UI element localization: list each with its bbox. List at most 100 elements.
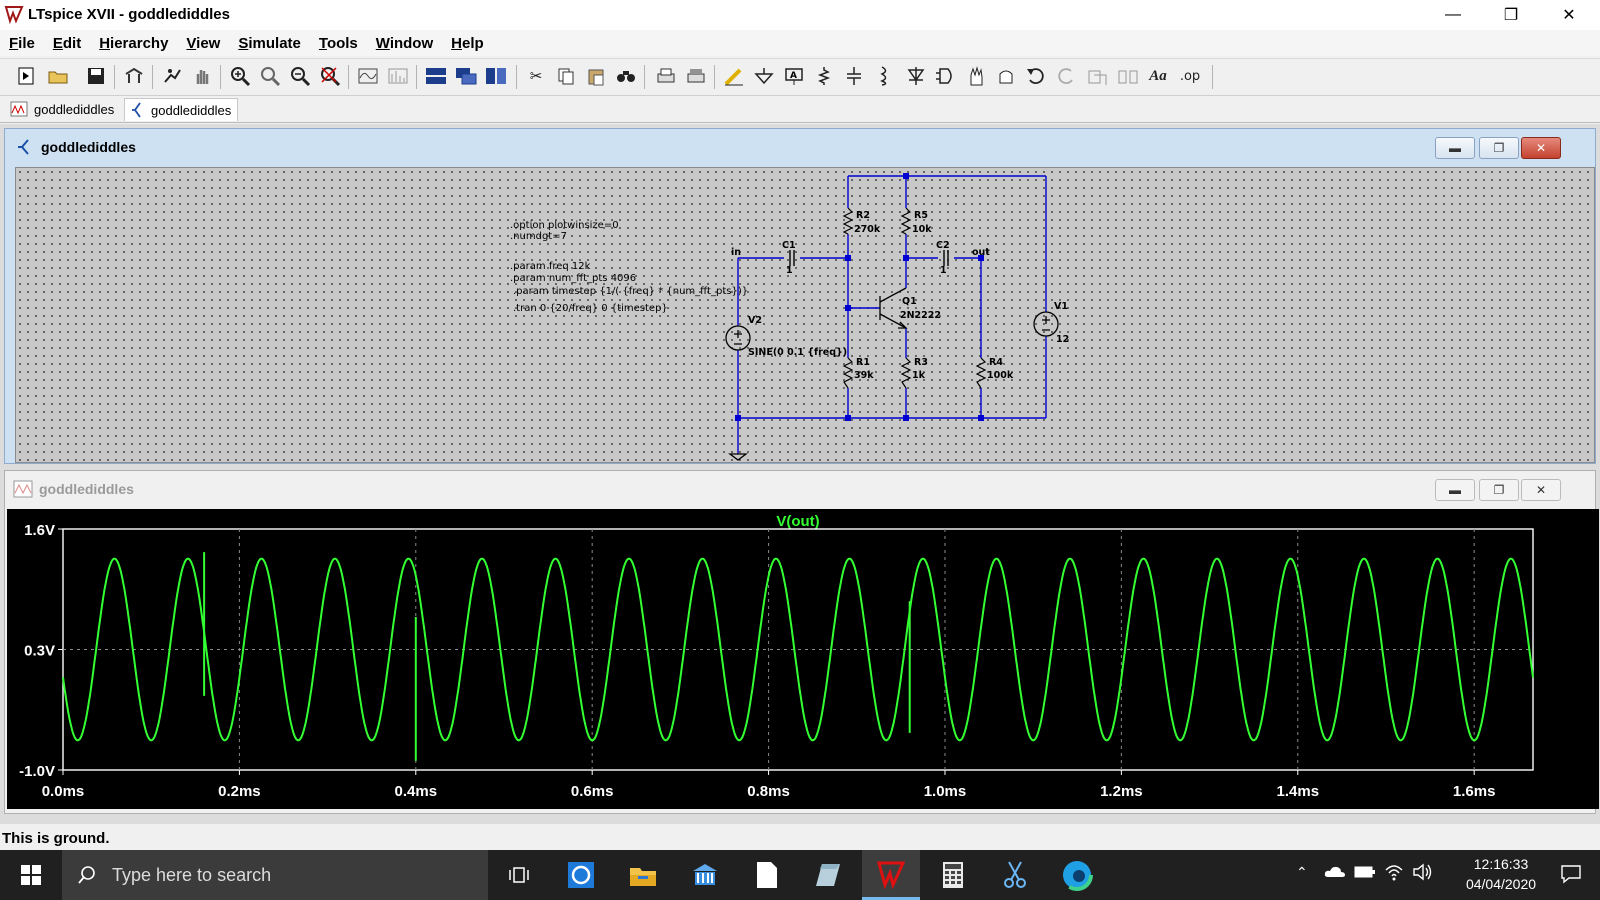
- battery-icon[interactable]: [1354, 865, 1376, 882]
- menu-tools[interactable]: Tools: [318, 34, 358, 52]
- tile-vertical-icon[interactable]: [484, 64, 508, 88]
- v2-name[interactable]: V2: [748, 315, 762, 326]
- spice-directive[interactable]: .option plotwinsize=0: [510, 220, 619, 231]
- clock-date[interactable]: 04/04/2020: [1465, 876, 1537, 892]
- schematic-canvas[interactable]: .option plotwinsize=0 .numdgt=7 .param f…: [15, 167, 1595, 463]
- waveform-window-titlebar[interactable]: goddlediddles: [5, 471, 1595, 507]
- diode-icon[interactable]: [904, 64, 928, 88]
- calculator-icon[interactable]: [924, 850, 982, 900]
- spice-directive-icon[interactable]: .op: [1179, 68, 1201, 84]
- notepad-icon[interactable]: [738, 850, 796, 900]
- ground-icon[interactable]: [752, 64, 776, 88]
- halt-icon[interactable]: [190, 64, 214, 88]
- resistor-icon[interactable]: [812, 64, 836, 88]
- zoom-in-icon[interactable]: [228, 64, 252, 88]
- menu-view[interactable]: View: [186, 34, 221, 52]
- save-icon[interactable]: [84, 64, 108, 88]
- tile-horizontal-icon[interactable]: [424, 64, 448, 88]
- copy-icon[interactable]: [554, 64, 578, 88]
- net-label-in[interactable]: in: [731, 247, 741, 258]
- notifications-icon[interactable]: [1560, 863, 1582, 888]
- spice-directive[interactable]: .numdgt=7: [510, 231, 567, 242]
- menu-help[interactable]: Help: [451, 34, 484, 52]
- drag-icon[interactable]: [994, 64, 1018, 88]
- r2-name[interactable]: R2: [856, 210, 870, 221]
- c2-value[interactable]: 1: [940, 265, 947, 276]
- spice-directive[interactable]: .param freq 12k: [510, 261, 591, 272]
- v1-value[interactable]: 12: [1056, 334, 1069, 345]
- redo-icon[interactable]: [1054, 64, 1078, 88]
- menu-window[interactable]: Window: [375, 34, 434, 52]
- trace-v-out[interactable]: [62, 557, 1534, 742]
- cut-icon[interactable]: ✂: [529, 68, 543, 85]
- text-icon[interactable]: Aa: [1149, 67, 1167, 84]
- r5-value[interactable]: 10k: [912, 224, 932, 235]
- spice-directive[interactable]: .tran 0 {20/freq} 0 {timestep}: [513, 303, 668, 314]
- child-close-button[interactable]: ✕: [1521, 479, 1561, 501]
- c1-name[interactable]: C1: [782, 240, 796, 251]
- menu-hierarchy[interactable]: Hierarchy: [99, 34, 169, 52]
- edge-icon[interactable]: [1048, 850, 1106, 900]
- r2-value[interactable]: 270k: [854, 224, 881, 235]
- find-icon[interactable]: [614, 64, 638, 88]
- child-restore-button[interactable]: ❐: [1479, 479, 1519, 501]
- r1-value[interactable]: 39k: [854, 370, 874, 381]
- inductor-icon[interactable]: [872, 64, 896, 88]
- net-label-out[interactable]: out: [972, 247, 990, 258]
- r3-value[interactable]: 1k: [912, 370, 926, 381]
- r1-name[interactable]: R1: [856, 357, 870, 368]
- zoom-out-icon[interactable]: [288, 64, 312, 88]
- ltspice-icon[interactable]: [862, 850, 920, 900]
- file-explorer-icon[interactable]: [614, 850, 672, 900]
- menu-file[interactable]: File: [9, 34, 35, 52]
- tab-waveform[interactable]: goddlediddles: [4, 98, 120, 120]
- zoom-full-icon[interactable]: [258, 64, 282, 88]
- cascade-icon[interactable]: [454, 64, 478, 88]
- q1-name[interactable]: Q1: [902, 296, 917, 307]
- run-icon[interactable]: [160, 64, 184, 88]
- capacitor-icon[interactable]: [842, 64, 866, 88]
- spice-directive[interactable]: .param timestep {1/( {freq} * {num_fft_p…: [513, 286, 749, 297]
- component-icon[interactable]: [934, 64, 958, 88]
- paste-icon[interactable]: [584, 64, 608, 88]
- zoom-cancel-icon[interactable]: [318, 64, 342, 88]
- control-panel-icon[interactable]: [122, 64, 146, 88]
- child-restore-button[interactable]: ❐: [1479, 137, 1519, 159]
- v2-value[interactable]: SINE(0 0.1 {freq}): [748, 347, 847, 358]
- search-box[interactable]: Type here to search: [62, 850, 488, 900]
- label-net-icon[interactable]: A: [782, 64, 806, 88]
- print-preview-icon[interactable]: [684, 64, 708, 88]
- start-button[interactable]: [2, 850, 60, 900]
- r5-name[interactable]: R5: [914, 210, 928, 221]
- minimize-button[interactable]: —: [1445, 6, 1461, 23]
- snipping-tool-icon[interactable]: [986, 850, 1044, 900]
- trace-label[interactable]: V(out): [776, 513, 819, 530]
- edge-legacy-icon[interactable]: [552, 850, 610, 900]
- child-minimize-button[interactable]: ▬: [1435, 479, 1475, 501]
- autorange-icon[interactable]: [356, 64, 380, 88]
- volume-icon[interactable]: [1412, 862, 1434, 885]
- wifi-icon[interactable]: [1384, 862, 1404, 885]
- child-minimize-button[interactable]: ▬: [1435, 137, 1475, 159]
- mirror-icon[interactable]: [1116, 64, 1140, 88]
- move-icon[interactable]: [964, 64, 988, 88]
- r4-name[interactable]: R4: [989, 357, 1003, 368]
- tab-schematic[interactable]: goddlediddles: [124, 98, 239, 121]
- v1-name[interactable]: V1: [1054, 301, 1068, 312]
- q1-value[interactable]: 2N2222: [900, 310, 941, 321]
- c1-value[interactable]: 1: [786, 265, 793, 276]
- task-view-icon[interactable]: [490, 850, 548, 900]
- bank-icon[interactable]: [676, 850, 734, 900]
- menu-edit[interactable]: Edit: [52, 34, 82, 52]
- new-schematic-icon[interactable]: [14, 64, 38, 88]
- app-icon[interactable]: [800, 850, 858, 900]
- menu-simulate[interactable]: Simulate: [238, 34, 301, 52]
- show-hidden-icons-icon[interactable]: ⌃: [1296, 864, 1308, 880]
- r3-name[interactable]: R3: [914, 357, 928, 368]
- open-icon[interactable]: [46, 64, 70, 88]
- onedrive-icon[interactable]: [1324, 863, 1346, 882]
- draw-wire-icon[interactable]: [722, 64, 746, 88]
- undo-icon[interactable]: [1024, 64, 1048, 88]
